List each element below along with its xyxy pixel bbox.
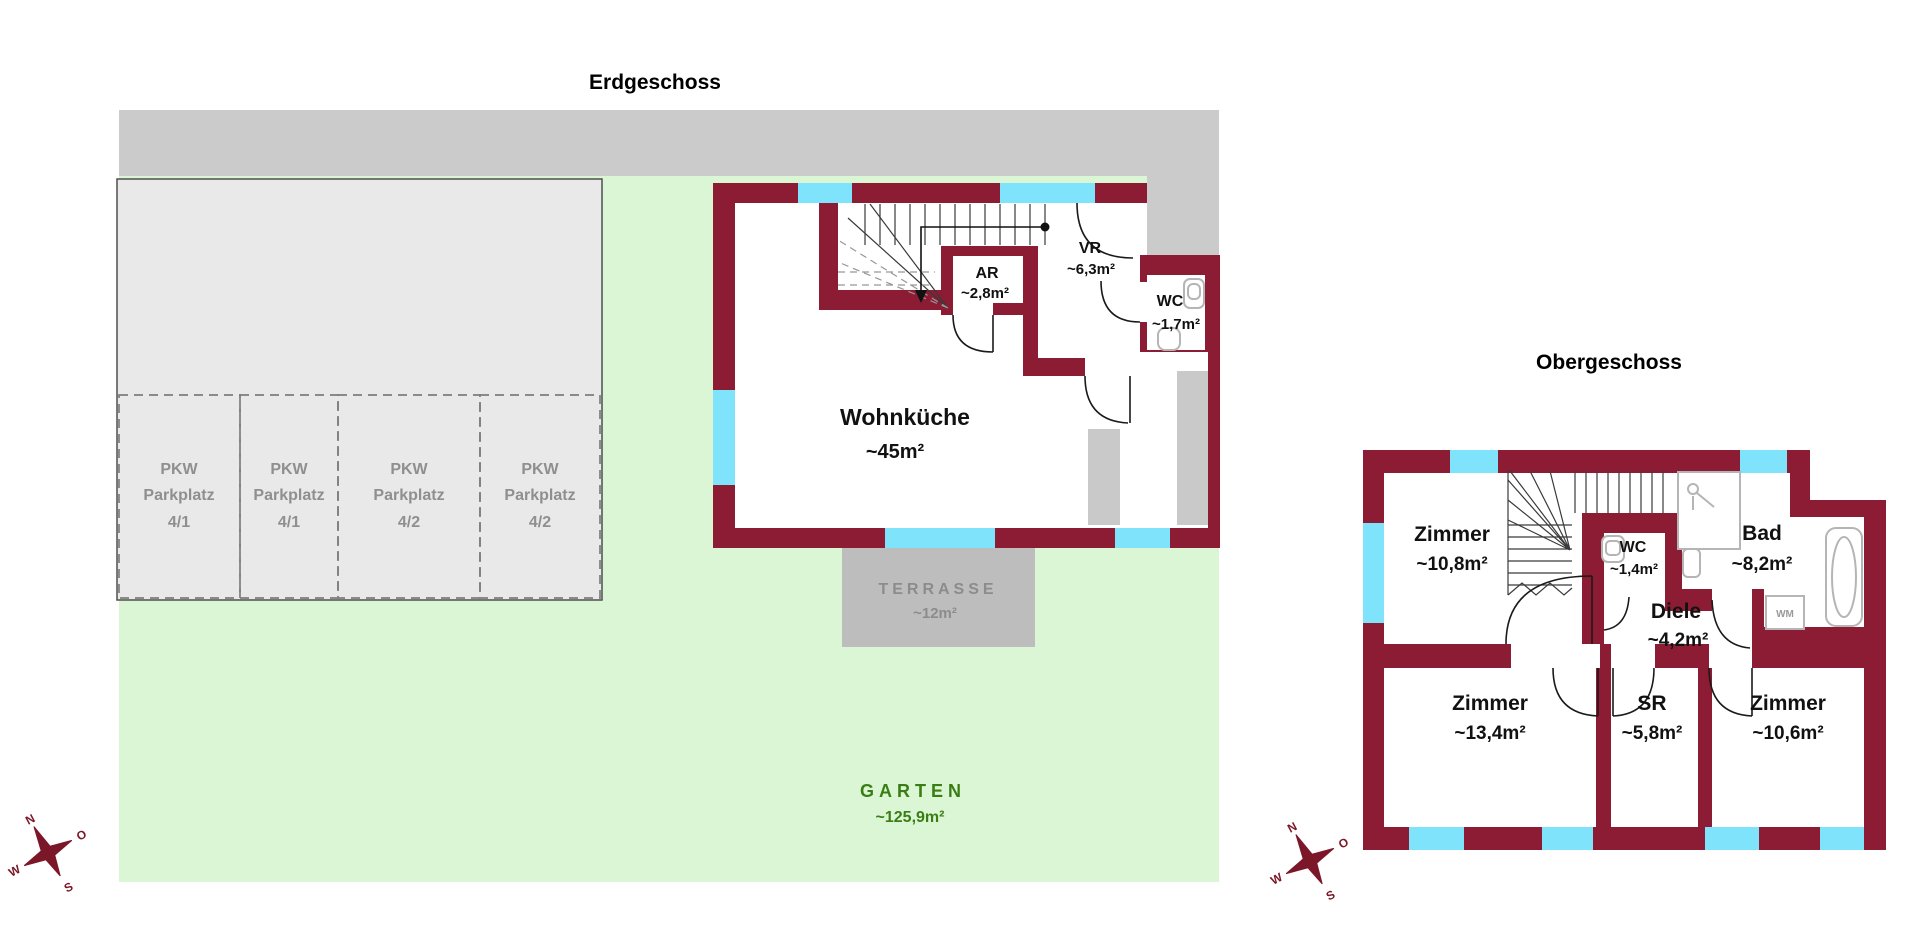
room-label-wc: WC [1157,293,1184,310]
room-area-sr: ~5,8m² [1622,723,1683,744]
entry-door-arc [1076,202,1134,259]
room-label-zimmer1: Zimmer [1414,523,1490,546]
eg-entry-walkway [1147,176,1219,257]
svg-text:4/2: 4/2 [398,514,420,531]
room-area-diele: ~4,2m² [1648,630,1709,651]
terrace: TERRASSE ~12m² [842,548,1035,647]
svg-text:PKW: PKW [521,461,559,478]
og-doors [1505,575,1753,717]
room-area-zimmer1: ~10,8m² [1416,554,1487,575]
og-title: Obergeschoss [1536,351,1682,374]
svg-text:PKW: PKW [390,461,428,478]
eg-kitchen-blocks [1088,371,1208,525]
og-room-labels: Zimmer ~10,8m² WC ~1,4m² Bad ~8,2m² Diel… [1414,522,1826,744]
parking-stall-label-2: PKW Parkplatz 4/1 [253,461,324,531]
compass-w: W [6,862,23,880]
eg-wc-door-arc [1100,280,1141,323]
svg-text:~125,9m²: ~125,9m² [876,809,945,826]
compass-o: O [1336,835,1351,852]
wohnkueche-door-arc [1084,375,1131,424]
svg-text:Parkplatz: Parkplatz [373,487,444,504]
svg-text:Parkplatz: Parkplatz [253,487,324,504]
eg-compass-rose: N O S W [6,811,89,895]
upper-floor-plan: Obergeschoss [1268,351,1886,903]
ground-floor-plan: Erdgeschoss PKW Parkplatz 4/1 PKW Parkpl… [6,71,1220,895]
room-area-wohnkueche: ~45m² [866,441,925,463]
og-wc-door-arc [1603,596,1630,631]
eg-doors [952,202,1141,424]
washing-machine-icon [1765,595,1805,630]
parking-stall-1 [118,394,241,599]
svg-text:Parkplatz: Parkplatz [143,487,214,504]
terrace-label: TERRASSE [878,581,997,598]
room-area-wc: ~1,7m² [1152,316,1200,333]
compass-s: S [62,879,76,895]
room-label-bad: Bad [1742,522,1782,545]
street-area [119,110,1219,257]
terrace-area: ~12m² [913,605,957,622]
eg-windows [713,183,1170,548]
room-area-ar: ~2,8m² [961,285,1009,302]
room-label-vr: VR [1079,240,1102,257]
svg-text:GARTEN: GARTEN [860,781,966,801]
eg-title: Erdgeschoss [589,71,721,94]
zimmer2-door-arc [1552,667,1599,717]
zimmer1-door-arc [1505,575,1593,645]
compass-o: O [74,827,89,844]
room-area-bad: ~8,2m² [1732,554,1793,575]
bad-door-arc [1711,599,1751,649]
room-area-vr: ~6,3m² [1067,261,1115,278]
parking-area: PKW Parkplatz 4/1 PKW Parkplatz 4/1 PKW … [116,178,603,601]
og-staircase [1507,470,1664,596]
parking-stall-label-1: PKW Parkplatz 4/1 [143,461,214,531]
svg-text:4/2: 4/2 [529,514,551,531]
parking-stall-4 [479,394,601,599]
room-label-zimmer2: Zimmer [1452,692,1528,715]
room-area-og-wc: ~1,4m² [1610,561,1658,578]
sr-door-arc [1612,667,1655,717]
parking-stall-label-4: PKW Parkplatz 4/2 [504,461,575,531]
room-area-zimmer3: ~10,6m² [1752,723,1823,744]
room-label-sr: SR [1637,692,1666,715]
compass-s: S [1324,887,1338,903]
room-label-zimmer3: Zimmer [1750,692,1826,715]
compass-n: N [1285,819,1299,835]
og-fixtures: WM [1601,471,1863,630]
shower-icon [1677,471,1741,550]
svg-text:PKW: PKW [270,461,308,478]
compass-n: N [23,811,37,827]
sink-icon [1157,327,1181,351]
og-compass-rose: N O S W [1268,819,1351,903]
room-label-og-wc: WC [1620,539,1647,556]
svg-text:4/1: 4/1 [168,514,190,531]
stair-direction-arrow [915,290,927,303]
bad-sink-icon [1682,548,1701,578]
garden-label: GARTEN ~125,9m² [860,781,966,826]
svg-text:PKW: PKW [160,461,198,478]
parking-stall-label-3: PKW Parkplatz 4/2 [373,461,444,531]
room-label-ar: AR [975,265,999,282]
og-windows [1363,450,1864,850]
eg-staircase [837,203,1050,309]
eg-room-labels: Wohnküche ~45m² AR ~2,8m² VR ~6,3m² WC ~… [840,240,1200,463]
room-area-zimmer2: ~13,4m² [1454,723,1525,744]
zimmer3-door-arc [1708,667,1753,717]
ar-door-arc [952,314,994,353]
og-walls [1363,450,1886,850]
washing-machine-label: WM [1776,609,1794,620]
compass-w: W [1268,870,1285,888]
room-label-diele: Diele [1651,600,1701,623]
room-label-wohnkueche: Wohnküche [840,404,970,430]
svg-text:4/1: 4/1 [278,514,300,531]
svg-text:Parkplatz: Parkplatz [504,487,575,504]
eg-wc-fixtures [1157,278,1205,351]
